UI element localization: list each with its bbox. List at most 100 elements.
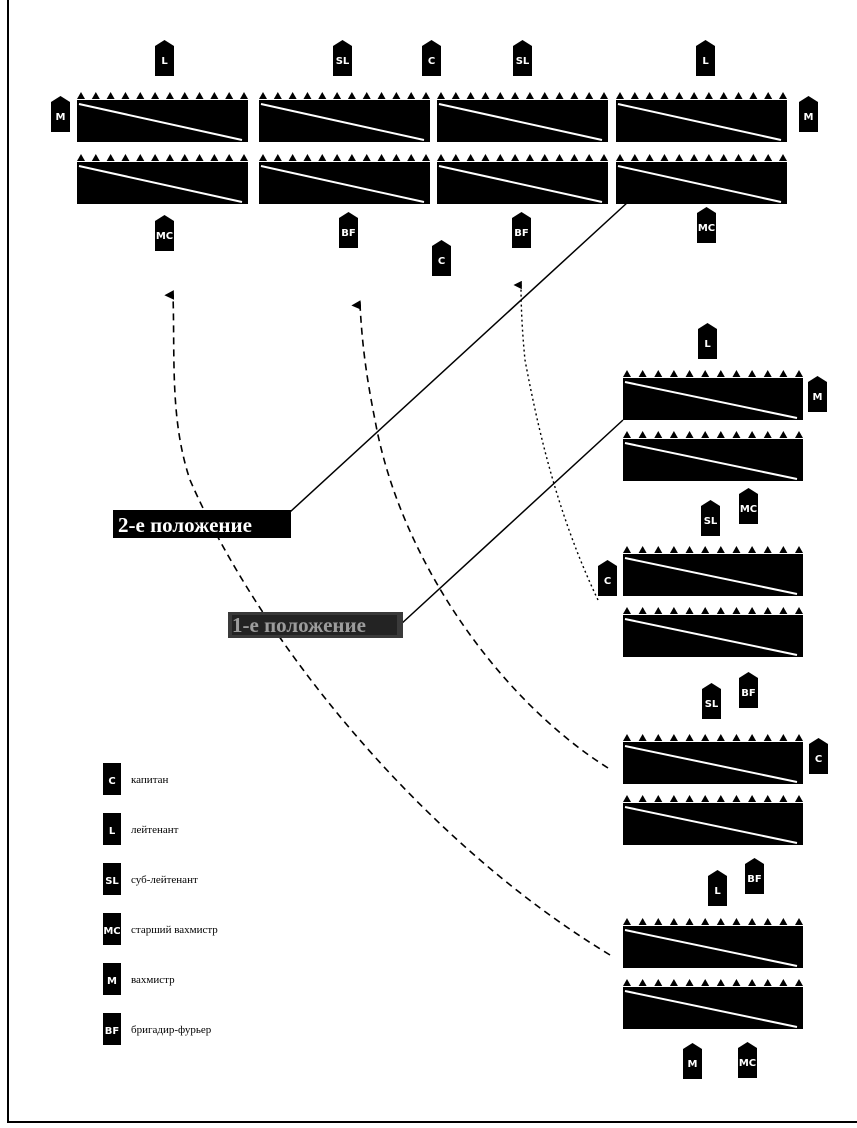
rider-mark bbox=[732, 431, 741, 438]
rider-mark bbox=[638, 370, 647, 377]
rider-mark bbox=[136, 154, 145, 161]
rider-mark bbox=[719, 154, 728, 161]
officer-code: M bbox=[688, 1059, 698, 1070]
rider-mark bbox=[763, 979, 772, 986]
officer-code: BF bbox=[514, 228, 528, 239]
rider-mark bbox=[779, 431, 788, 438]
officer-code: SL bbox=[705, 699, 719, 710]
officer-tag-c: C bbox=[432, 240, 451, 276]
rider-mark bbox=[645, 92, 654, 99]
officer-code: C bbox=[815, 754, 822, 765]
rank-diagonal bbox=[78, 103, 243, 141]
second-position-text: 2-е положение bbox=[118, 513, 252, 537]
rider-mark bbox=[795, 546, 803, 553]
rider-mark bbox=[654, 431, 663, 438]
rider-mark bbox=[210, 92, 219, 99]
rider-mark bbox=[525, 154, 534, 161]
rider-mark bbox=[795, 795, 803, 802]
rider-mark bbox=[225, 154, 234, 161]
officer-tag-bf: BF bbox=[512, 212, 531, 248]
officer-code: M bbox=[813, 392, 823, 403]
rider-mark bbox=[623, 431, 631, 438]
rider-mark bbox=[437, 154, 445, 161]
rider-mark bbox=[685, 431, 694, 438]
rider-mark bbox=[779, 154, 787, 161]
rider-mark bbox=[333, 154, 342, 161]
rider-mark bbox=[106, 92, 115, 99]
officer-tag-mc: MC bbox=[155, 215, 174, 251]
rider-mark bbox=[716, 795, 725, 802]
rider-mark bbox=[600, 92, 608, 99]
rider-mark bbox=[180, 154, 189, 161]
rider-mark bbox=[763, 370, 772, 377]
rider-mark bbox=[392, 154, 401, 161]
rider-mark bbox=[732, 979, 741, 986]
legend-label: старший вахмистр bbox=[131, 924, 218, 936]
rank-diagonal bbox=[260, 103, 425, 141]
rider-mark bbox=[623, 734, 631, 741]
rider-mark bbox=[240, 154, 248, 161]
rider-mark bbox=[225, 92, 234, 99]
rider-mark bbox=[716, 734, 725, 741]
rider-mark bbox=[638, 979, 647, 986]
rider-mark bbox=[165, 92, 174, 99]
rider-mark bbox=[660, 154, 669, 161]
legend-swatch bbox=[103, 913, 121, 945]
rank-diagonal bbox=[78, 165, 243, 203]
rider-mark bbox=[347, 154, 356, 161]
rider-mark bbox=[303, 154, 312, 161]
rider-mark bbox=[318, 92, 327, 99]
rider-mark bbox=[616, 154, 624, 161]
rider-mark bbox=[763, 546, 772, 553]
rider-mark bbox=[685, 734, 694, 741]
officer-tag-c: C bbox=[809, 738, 828, 774]
rank-diagonal bbox=[624, 745, 798, 783]
officer-tag-sl: SL bbox=[701, 500, 720, 536]
rank-diagonal bbox=[624, 557, 798, 595]
officer-code: SL bbox=[516, 56, 530, 67]
officer-code: M bbox=[804, 112, 814, 123]
top-squadron-4-rear-rank bbox=[616, 154, 787, 204]
right-squadron-2-rear-rank bbox=[623, 607, 803, 657]
top-squadron-3-rear-rank bbox=[437, 154, 608, 204]
rider-mark bbox=[685, 607, 694, 614]
right-squadron-4-front-rank bbox=[623, 918, 803, 968]
rider-mark bbox=[623, 795, 631, 802]
officer-code: MC bbox=[698, 223, 715, 234]
top-squadron-1-rear-rank bbox=[77, 154, 248, 204]
rider-mark bbox=[685, 795, 694, 802]
rider-mark bbox=[704, 154, 713, 161]
rider-mark bbox=[362, 154, 371, 161]
rider-mark bbox=[623, 979, 631, 986]
rider-mark bbox=[638, 607, 647, 614]
rider-mark bbox=[437, 92, 445, 99]
rider-mark bbox=[466, 154, 475, 161]
rider-mark bbox=[195, 154, 204, 161]
officer-tag-bf: BF bbox=[339, 212, 358, 248]
rider-mark bbox=[795, 370, 803, 377]
rider-mark bbox=[630, 92, 639, 99]
officer-code: BF bbox=[341, 228, 355, 239]
rider-mark bbox=[748, 431, 757, 438]
officer-tag-mc: MC bbox=[738, 1042, 757, 1078]
rider-mark bbox=[106, 154, 115, 161]
officer-tag-bf: BF bbox=[739, 672, 758, 708]
rider-mark bbox=[77, 92, 85, 99]
rider-mark bbox=[638, 918, 647, 925]
rider-mark bbox=[701, 918, 710, 925]
legend-code: SL bbox=[105, 876, 119, 887]
rider-mark bbox=[748, 546, 757, 553]
rider-mark bbox=[623, 607, 631, 614]
right-squadron-2-front-rank bbox=[623, 546, 803, 596]
rider-mark bbox=[273, 92, 282, 99]
dashed-arrow-middle bbox=[351, 300, 609, 769]
first-position-label: 1-е положение bbox=[228, 612, 403, 638]
rider-mark bbox=[763, 607, 772, 614]
officer-code: C bbox=[428, 56, 435, 67]
officer-code: L bbox=[161, 56, 168, 67]
rider-mark bbox=[151, 154, 160, 161]
officer-tag-l: L bbox=[708, 870, 727, 906]
